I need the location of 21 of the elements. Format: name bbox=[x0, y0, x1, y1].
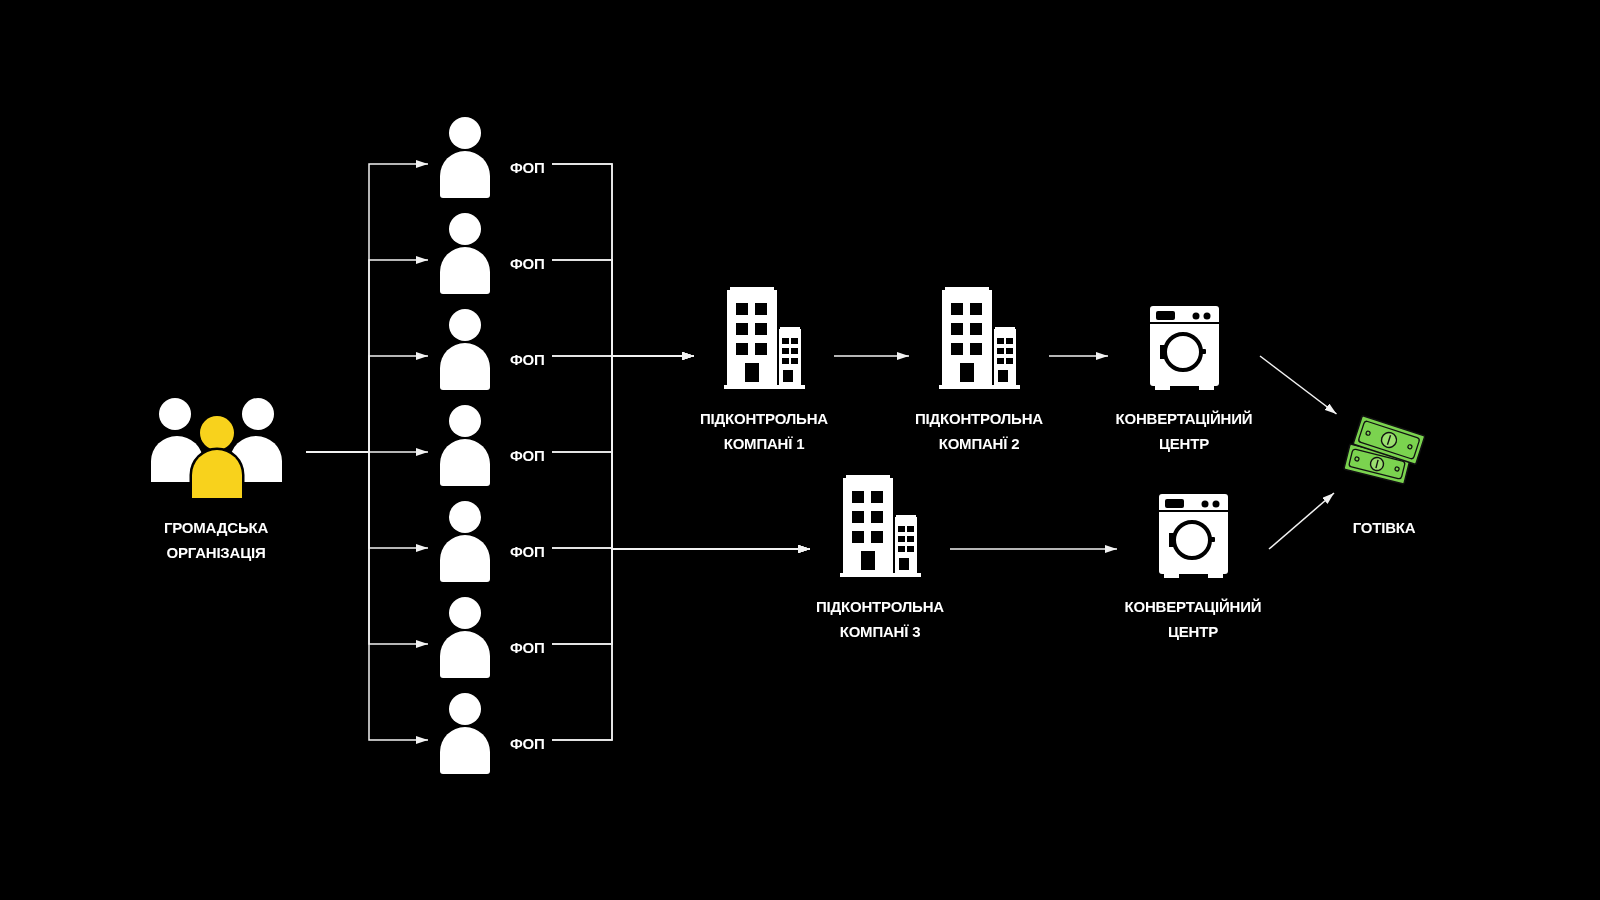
node-label: ФОП bbox=[510, 541, 545, 562]
node-label: ПІДКОНТРОЛЬНА КОМПАНЇ 2 bbox=[915, 409, 1043, 454]
arrow bbox=[833, 352, 910, 360]
node-label: ФОП bbox=[510, 733, 545, 754]
node-label: КОНВЕРТАЦІЙНИЙ ЦЕНТР bbox=[1115, 409, 1253, 454]
node-label: ФОП bbox=[510, 253, 545, 274]
node-label: ФОП bbox=[510, 157, 545, 178]
node-label: ФОП bbox=[510, 445, 545, 466]
node-label: ФОП bbox=[510, 349, 545, 370]
arrow bbox=[949, 545, 1118, 553]
node-label: ГОТІВКА bbox=[1352, 518, 1416, 538]
arrow bbox=[1048, 352, 1109, 360]
node-label: ПІДКОНТРОЛЬНА КОМПАНЇ 1 bbox=[700, 409, 828, 454]
arrow bbox=[1259, 355, 1338, 415]
node-label: ПІДКОНТРОЛЬНА КОМПАНЇ 3 bbox=[816, 597, 944, 642]
node-label: КОНВЕРТАЦІЙНИЙ ЦЕНТР bbox=[1124, 597, 1262, 642]
arrow bbox=[551, 545, 811, 741]
node-label: ФОП bbox=[510, 637, 545, 658]
arrow bbox=[305, 451, 429, 744]
node-label: ГРОМАДСЬКА ОРГАНІЗАЦІЯ bbox=[163, 518, 269, 563]
arrow bbox=[1268, 492, 1335, 550]
